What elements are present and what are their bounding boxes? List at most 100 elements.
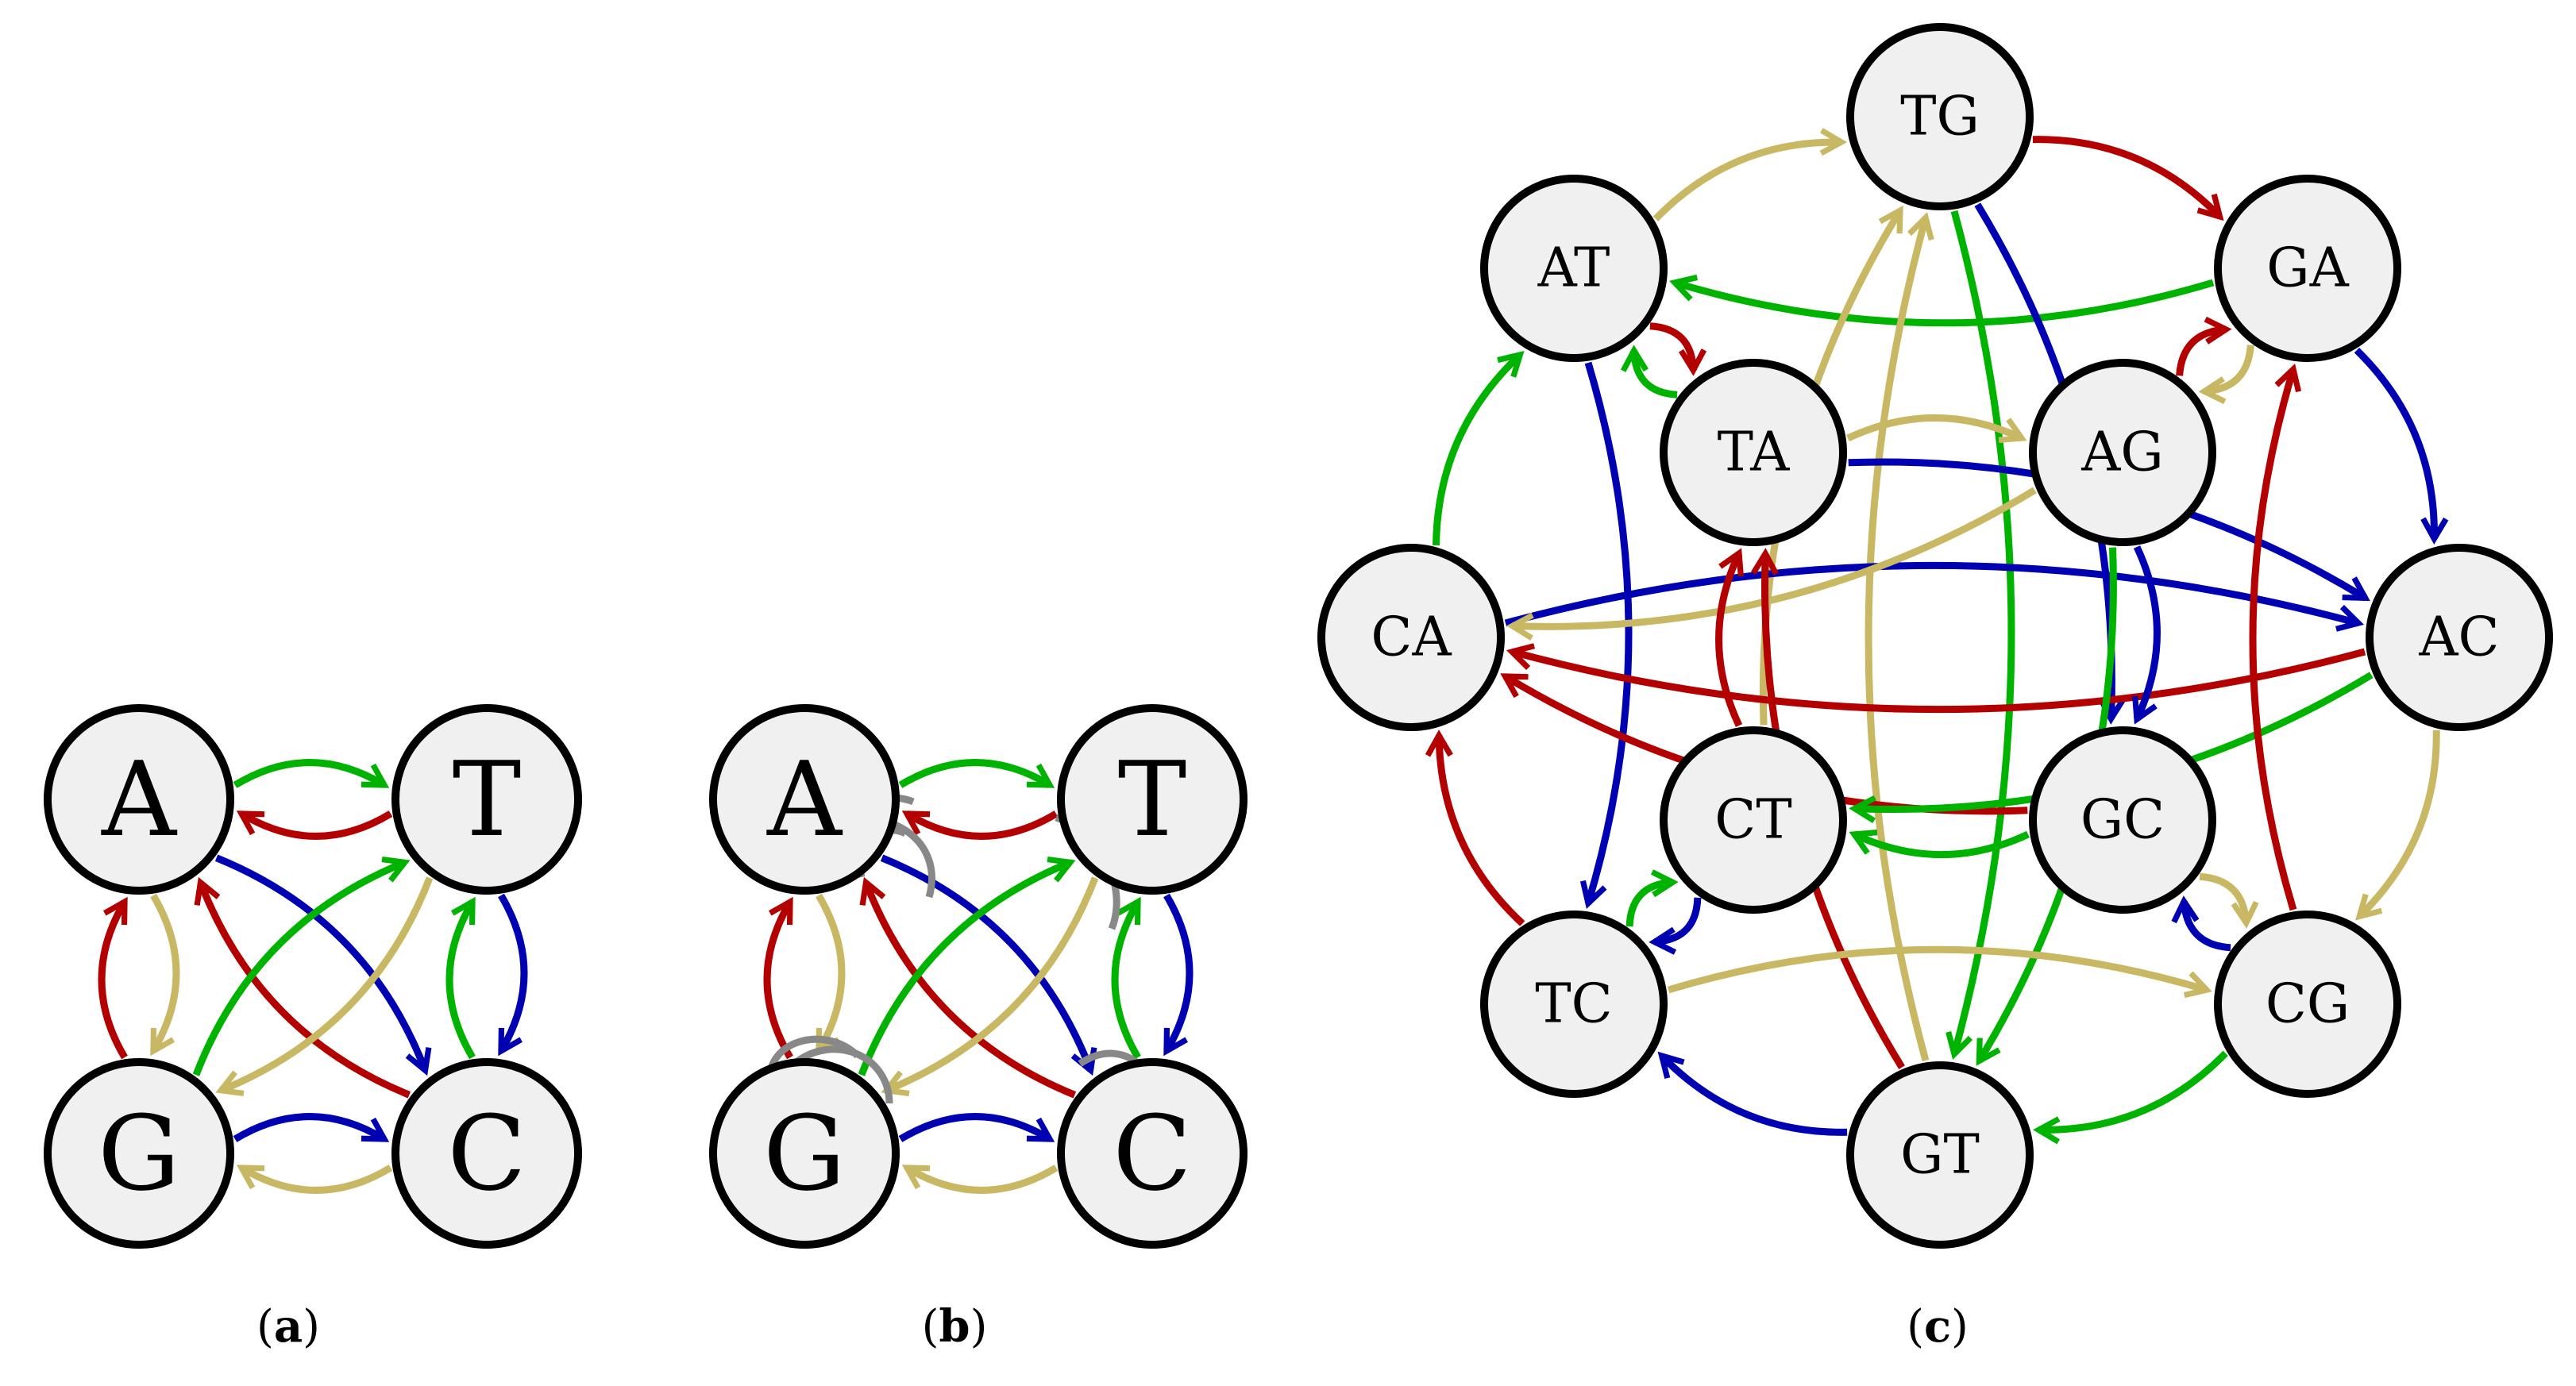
node-A-circle	[709, 704, 900, 895]
edge-TG-GT	[1945, 210, 2015, 1061]
node-G-circle	[44, 1058, 234, 1249]
edge-C-A	[194, 876, 411, 1099]
node-AT-circle	[1480, 175, 1668, 362]
node-GA: GA	[2214, 175, 2401, 362]
node-GC: GC	[2029, 726, 2216, 914]
node-C-circle	[1057, 1058, 1248, 1249]
edge-AC-CA	[1506, 643, 2366, 714]
node-TG-circle	[1846, 23, 2034, 210]
panel-b-edges	[763, 759, 1194, 1194]
edge-G-A	[98, 896, 128, 1060]
caption-b: (b)	[922, 1300, 988, 1353]
node-C: C	[1057, 1058, 1248, 1249]
node-C: C	[391, 1058, 582, 1249]
node-CT-circle	[1660, 726, 1847, 914]
node-TA-label: TA	[1718, 422, 1791, 484]
edge-CA-AT	[1433, 350, 1525, 545]
node-T-label: T	[1118, 739, 1187, 860]
node-T-circle	[1057, 704, 1248, 895]
node-A-label: A	[101, 739, 178, 860]
edge-CG-GT	[2033, 1050, 2228, 1145]
node-CA-label: CA	[1371, 606, 1452, 669]
edge-AG-GC	[2132, 545, 2161, 725]
node-TC: TC	[1480, 911, 1668, 1098]
edge-CG-GA	[2249, 364, 2302, 911]
node-A: A	[709, 704, 900, 895]
edge-GA-AG	[2198, 345, 2254, 405]
edge-CA-AC	[1504, 561, 2365, 632]
node-TC-label: TC	[1535, 973, 1612, 1036]
edge-GA-AT	[1669, 274, 2215, 327]
node-A-label: A	[766, 739, 843, 860]
edge-G-A	[763, 896, 793, 1060]
node-AC-label: AC	[2418, 606, 2499, 669]
node-TC-circle	[1480, 911, 1668, 1098]
node-GA-circle	[2214, 175, 2401, 362]
node-C-circle	[391, 1058, 582, 1249]
node-AG-circle	[2029, 359, 2216, 546]
node-AT-label: AT	[1537, 237, 1610, 300]
edge-CT-TA	[1715, 548, 1744, 727]
edge-AT-TG	[1652, 128, 1848, 221]
panel-b-nodes: A T G C	[709, 704, 1248, 1249]
node-TG: TG	[1846, 23, 2034, 210]
edge-C-G	[236, 1165, 393, 1194]
node-CT: CT	[1660, 726, 1847, 914]
edge-AG-GA	[2176, 316, 2232, 376]
node-CA-circle	[1317, 544, 1505, 731]
caption-c: (c)	[1907, 1300, 1969, 1353]
node-GA-label: GA	[2266, 237, 2349, 300]
node-G-circle	[709, 1058, 900, 1249]
node-TG-label: TG	[1900, 86, 1980, 148]
edge-A-T	[233, 759, 390, 788]
panel-a: A T G C	[44, 704, 582, 1249]
edge-G-C	[233, 1113, 390, 1142]
edge-C-T	[445, 896, 476, 1060]
edge-AT-TA	[1649, 322, 1707, 376]
node-T-label: T	[453, 739, 522, 860]
node-CG-label: CG	[2266, 973, 2350, 1036]
node-CG-circle	[2214, 911, 2401, 1098]
edge-TG-GA	[2032, 136, 2224, 221]
node-C-label: C	[447, 1093, 526, 1214]
node-C-label: C	[1113, 1093, 1191, 1214]
edge-G-T	[192, 856, 411, 1076]
edge-T-C	[498, 893, 528, 1057]
edge-C-A	[859, 876, 1077, 1099]
caption-a: (a)	[256, 1300, 320, 1353]
edge-GT-TC	[1657, 1051, 1848, 1136]
edge-T-A	[236, 810, 393, 840]
edge-T-G	[215, 876, 434, 1097]
edge-TA-AG	[1846, 414, 2027, 443]
edge-A-T	[898, 759, 1055, 788]
panel-a-nodes: A T G C	[44, 704, 582, 1249]
node-TA-circle	[1660, 359, 1847, 546]
edge-TC-CG	[1667, 945, 2212, 999]
node-AC-circle	[2366, 544, 2553, 731]
edge-GC-CG	[2199, 872, 2259, 929]
edge-GT-TG	[1865, 211, 1934, 1062]
edge-AT-TC	[1579, 361, 1633, 909]
edge-A-G	[150, 893, 180, 1057]
edge-AG-CA	[1506, 487, 2037, 641]
node-CT-label: CT	[1714, 789, 1791, 852]
edge-TC-CA	[1425, 730, 1525, 926]
edge-A-C	[214, 854, 432, 1076]
node-AG: AG	[2029, 359, 2216, 546]
edge-G-C	[898, 1113, 1055, 1142]
panel-c-nodes: TG AT GA TA AG CA AC CT GC TC CG GT	[1317, 23, 2553, 1249]
node-GT-circle	[1846, 1061, 2034, 1249]
panel-c: TG AT GA TA AG CA AC CT GC TC CG GT	[1317, 23, 2553, 1249]
node-G-label: G	[98, 1093, 180, 1214]
edge-T-C	[1163, 893, 1194, 1057]
node-T: T	[391, 704, 582, 895]
node-GT: GT	[1846, 1061, 2034, 1249]
edge-AC-CG	[2354, 730, 2440, 921]
node-GT-label: GT	[1900, 1124, 1980, 1187]
node-CA: CA	[1317, 544, 1505, 731]
edge-A-G	[816, 893, 846, 1057]
node-G-label: G	[763, 1093, 846, 1214]
edge-G-T	[858, 856, 1076, 1076]
node-G: G	[44, 1058, 234, 1249]
